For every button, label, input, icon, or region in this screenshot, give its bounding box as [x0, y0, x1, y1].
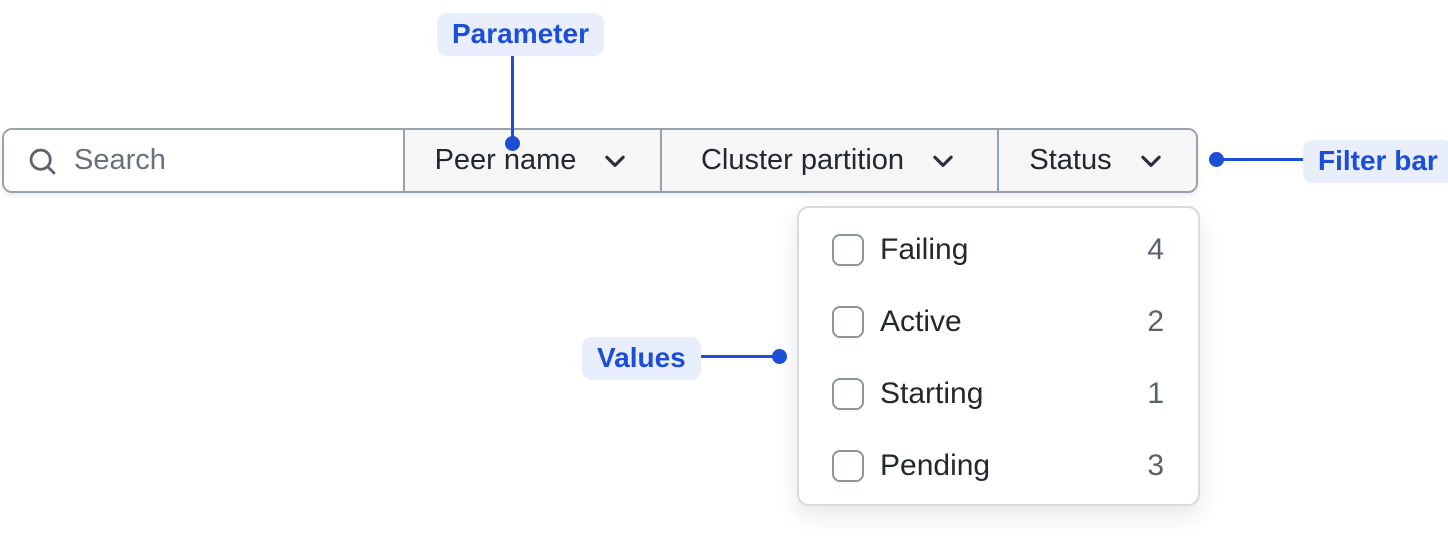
option-label: Active: [880, 305, 962, 338]
option-label: Starting: [880, 377, 984, 410]
dropdown-option-active[interactable]: Active 2: [799, 286, 1198, 358]
annotation-values-connector-dot: [772, 349, 787, 364]
dropdown-option-failing[interactable]: Failing 4: [799, 214, 1198, 286]
option-label: Failing: [880, 233, 969, 266]
search-icon: [29, 148, 56, 174]
annotation-filter-bar-label: Filter bar: [1303, 140, 1448, 183]
annotation-filter-bar-connector-line: [1222, 158, 1303, 161]
option-count: 3: [1147, 449, 1164, 482]
status-dropdown-panel: Failing 4 Active 2 Starting 1 Pending 3: [797, 206, 1200, 506]
dropdown-cluster-partition-label: Cluster partition: [700, 144, 905, 176]
annotation-values-label: Values: [582, 337, 701, 380]
filter-bar: Peer name Cluster partition Status: [2, 128, 1198, 193]
option-label: Pending: [880, 449, 991, 482]
option-count: 1: [1147, 377, 1164, 410]
dropdown-peer-name[interactable]: Peer name: [403, 130, 660, 191]
checkbox[interactable]: [832, 234, 864, 266]
checkbox[interactable]: [832, 378, 864, 410]
annotation-parameter-connector-line: [511, 52, 514, 137]
dropdown-cluster-partition[interactable]: Cluster partition: [660, 130, 997, 191]
search-input[interactable]: [74, 144, 403, 177]
dropdown-option-pending[interactable]: Pending 3: [799, 430, 1198, 502]
annotation-values-connector-line: [700, 355, 774, 358]
annotation-filter-bar-connector-dot: [1209, 152, 1224, 167]
chevron-down-icon: [1140, 155, 1161, 167]
annotation-parameter-connector-dot: [505, 136, 520, 151]
checkbox[interactable]: [832, 306, 864, 338]
annotation-parameter-label: Parameter: [437, 13, 604, 56]
option-count: 2: [1147, 305, 1164, 338]
search-field[interactable]: [4, 130, 403, 191]
dropdown-status-label: Status: [1029, 144, 1112, 176]
option-count: 4: [1147, 233, 1164, 266]
chevron-down-icon: [933, 155, 953, 167]
dropdown-option-starting[interactable]: Starting 1: [799, 358, 1198, 430]
chevron-down-icon: [605, 155, 626, 167]
checkbox[interactable]: [832, 450, 864, 482]
dropdown-status[interactable]: Status: [997, 130, 1196, 191]
dropdown-peer-name-label: Peer name: [434, 144, 577, 176]
